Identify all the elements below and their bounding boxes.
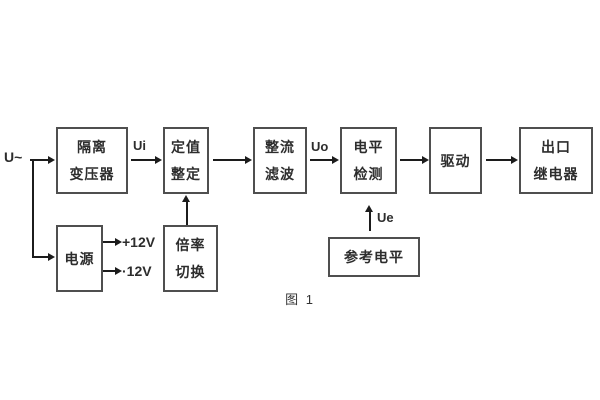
label-uo: Uo (311, 139, 329, 154)
block-rectifier-filter: 整流 滤波 (253, 127, 307, 194)
block-reference-level-label: 参考电平 (344, 249, 404, 265)
arrow-rectifier-to-level-head-icon (332, 156, 339, 164)
block-isolation-transformer-line2: 变压器 (69, 166, 115, 182)
arrow-transformer-to-setpoint-head-icon (155, 156, 162, 164)
block-power-supply-label: 电源 (64, 250, 95, 267)
arrow-power-minus12v-line (103, 270, 116, 272)
block-level-detection: 电平 检测 (340, 127, 397, 194)
block-level-detection-line1: 电平 (353, 139, 384, 155)
block-ratio-switching-line1: 倍率 (175, 237, 206, 253)
figure-caption: 图 1 (285, 292, 315, 307)
arrow-reference-to-level-line (369, 212, 371, 231)
label-minus-12v: ·12V (122, 263, 152, 279)
arrow-input-to-transformer-line (30, 159, 49, 161)
arrow-driver-to-relay-head-icon (511, 156, 518, 164)
arrow-driver-to-relay-line (486, 159, 512, 161)
block-setpoint-setting-line1: 定值 (171, 139, 201, 155)
block-reference-level: 参考电平 (328, 237, 420, 277)
block-output-relay: 出口 继电器 (519, 127, 593, 194)
block-driver: 驱动 (429, 127, 482, 194)
label-input-voltage: U~ (4, 149, 23, 165)
arrow-power-plus12v-head-icon (115, 238, 122, 246)
block-rectifier-filter-line1: 整流 (265, 139, 295, 155)
arrow-branch-to-power-head-icon (48, 253, 55, 261)
arrow-power-plus12v-line (103, 241, 116, 243)
block-isolation-transformer-line1: 隔离 (77, 139, 107, 155)
block-output-relay-line2: 继电器 (533, 166, 579, 182)
arrow-setpoint-to-rectifier-line (213, 159, 246, 161)
arrow-input-to-transformer-head-icon (48, 156, 55, 164)
arrow-level-to-driver-head-icon (422, 156, 429, 164)
block-ratio-switching-line2: 切换 (175, 264, 206, 280)
block-setpoint-setting: 定值 整定 (163, 127, 209, 194)
arrow-rectifier-to-level-line (310, 159, 333, 161)
arrow-level-to-driver-line (400, 159, 423, 161)
arrow-reference-to-level-head-icon (365, 205, 373, 212)
block-output-relay-line1: 出口 (541, 139, 571, 155)
arrow-setpoint-to-rectifier-head-icon (245, 156, 252, 164)
arrow-branch-to-power-line (32, 256, 49, 258)
block-isolation-transformer: 隔离 变压器 (56, 127, 128, 194)
label-ui: Ui (133, 138, 146, 153)
label-ue: Ue (377, 210, 394, 225)
label-plus-12v: +12V (122, 234, 156, 250)
block-driver-label: 驱动 (440, 152, 471, 169)
branch-line-to-power (32, 160, 34, 258)
block-ratio-switching: 倍率 切换 (163, 225, 218, 292)
arrow-transformer-to-setpoint-line (131, 159, 156, 161)
block-setpoint-setting-line2: 整定 (171, 166, 201, 182)
block-level-detection-line2: 检测 (353, 166, 384, 182)
arrow-ratio-to-setpoint-line (186, 202, 188, 225)
arrow-ratio-to-setpoint-head-icon (182, 195, 190, 202)
block-rectifier-filter-line2: 滤波 (265, 166, 295, 182)
arrow-power-minus12v-head-icon (115, 267, 122, 275)
block-power-supply: 电源 (56, 225, 103, 292)
